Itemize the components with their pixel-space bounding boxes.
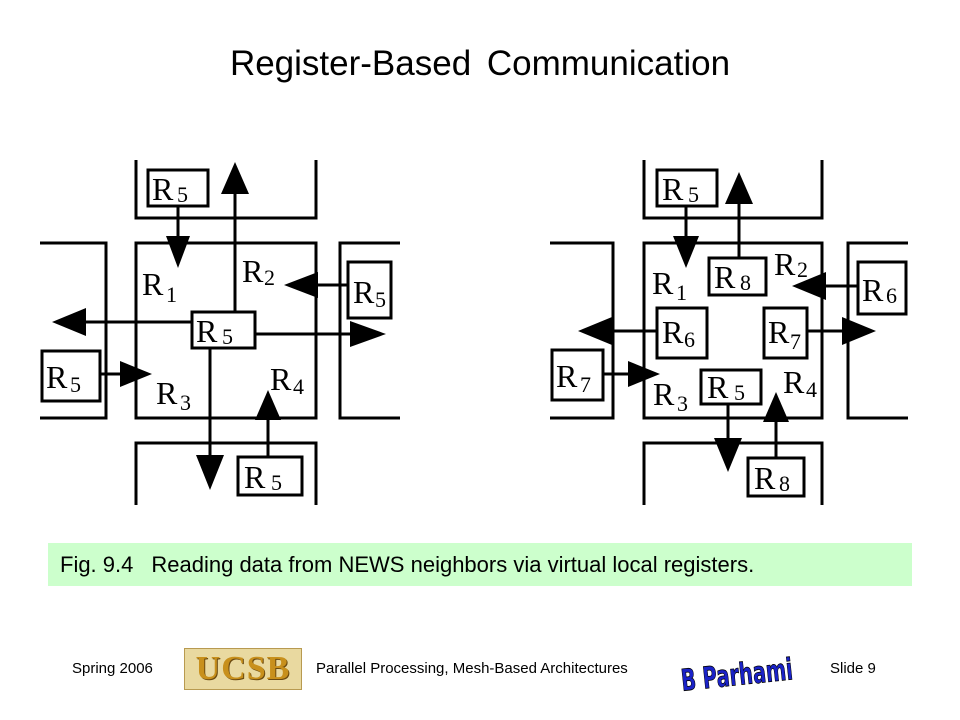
register-letter: R (662, 171, 684, 207)
figure-caption: Fig. 9.4 Reading data from NEWS neighbors… (48, 543, 912, 586)
footer-course-title: Parallel Processing, Mesh-Based Architec… (316, 660, 628, 677)
author-logo-text: B Parhami (679, 655, 794, 699)
register-letter: R (707, 369, 729, 405)
center-node (134, 241, 318, 420)
register-box (746, 456, 806, 498)
arrowhead-up (725, 172, 753, 204)
west-neighbor-outline (40, 241, 108, 420)
register-subscript: 8 (779, 471, 790, 496)
figure-number: Fig. 9.4 (60, 552, 134, 577)
register-letter: R (152, 171, 174, 207)
register-label-subscript: 4 (293, 374, 304, 399)
register-letter: R (714, 259, 736, 295)
register-box (762, 306, 809, 360)
register-box (146, 168, 210, 208)
right-arrowheads (578, 172, 876, 472)
south-neighbor-outline (134, 441, 318, 505)
ucsb-logo-text: UCSB (195, 650, 291, 687)
ucsb-logo: UCSB (184, 648, 302, 690)
register-label-subscript: 1 (166, 282, 177, 307)
register-box (346, 260, 393, 320)
left-arrowheads (52, 162, 386, 490)
register-subscript: 8 (740, 270, 751, 295)
arrowhead-right (120, 361, 152, 387)
arrowhead-up (221, 162, 249, 194)
arrowhead-down (166, 236, 190, 268)
register-label-subscript: 2 (264, 265, 275, 290)
register-subscript: 5 (688, 182, 699, 207)
register-box (699, 368, 763, 406)
arrowhead-left (578, 317, 612, 345)
register-label-letter: R (652, 265, 674, 301)
register-label-letter: R (774, 246, 796, 282)
register-box (655, 306, 709, 360)
register-label-subscript: 2 (797, 257, 808, 282)
register-letter: R (754, 460, 776, 496)
north-neighbor-outline (642, 160, 824, 220)
register-subscript: 6 (886, 283, 897, 308)
arrowhead-down (196, 455, 224, 490)
register-subscript: 5 (271, 470, 282, 495)
register-letter: R (46, 359, 68, 395)
register-box (655, 168, 719, 208)
arrowhead-left (52, 308, 86, 336)
arrowhead-down (714, 438, 742, 472)
arrowhead-right (628, 361, 660, 387)
arrowhead-up (255, 390, 281, 420)
arrowhead-left (792, 272, 826, 300)
register-box (550, 348, 605, 402)
right-register-boxes (550, 168, 908, 498)
register-subscript: 7 (580, 372, 591, 397)
register-label-letter: R (653, 376, 675, 412)
arrowhead-right (350, 321, 386, 347)
register-label-subscript: 4 (806, 377, 817, 402)
register-label-letter: R (242, 253, 264, 289)
north-neighbor-outline (134, 160, 318, 220)
register-letter: R (353, 274, 375, 310)
register-label-subscript: 3 (677, 391, 688, 416)
slide-title: Register-Based Communication (229, 44, 731, 83)
east-neighbor-outline (338, 241, 400, 420)
register-subscript: 5 (177, 182, 188, 207)
register-label-subscript: 1 (676, 280, 687, 305)
register-label-letter: R (156, 375, 178, 411)
author-logo: B Parhami (679, 655, 795, 699)
register-subscript: 7 (790, 329, 801, 354)
register-subscript: 5 (375, 287, 386, 312)
register-letter: R (662, 314, 684, 350)
register-label-letter: R (270, 361, 292, 397)
register-subscript: 6 (684, 327, 695, 352)
register-box (40, 349, 102, 403)
register-box (236, 455, 304, 497)
register-letter: R (244, 459, 266, 495)
register-subscript: 5 (734, 380, 745, 405)
arrowhead-left (284, 272, 318, 298)
footer-date: Spring 2006 (72, 660, 153, 677)
arrowhead-up (763, 392, 789, 422)
register-label-letter: R (783, 364, 805, 400)
register-box (856, 260, 908, 316)
register-subscript: 5 (70, 372, 81, 397)
register-subscript: 5 (222, 324, 233, 349)
register-letter: R (556, 358, 578, 394)
left-register-boxes (40, 168, 393, 497)
register-letter: R (768, 314, 790, 350)
register-label-letter: R (142, 266, 164, 302)
slide-number: Slide 9 (830, 660, 876, 677)
figure-caption-text: Reading data from NEWS neighbors via vir… (151, 552, 755, 577)
register-box (707, 256, 768, 297)
register-box (190, 310, 257, 350)
arrowhead-right (842, 317, 876, 345)
register-letter: R (862, 272, 884, 308)
register-label-subscript: 3 (180, 390, 191, 415)
left-diagram (40, 160, 400, 505)
register-letter: R (196, 313, 218, 349)
arrowhead-down (673, 236, 699, 268)
